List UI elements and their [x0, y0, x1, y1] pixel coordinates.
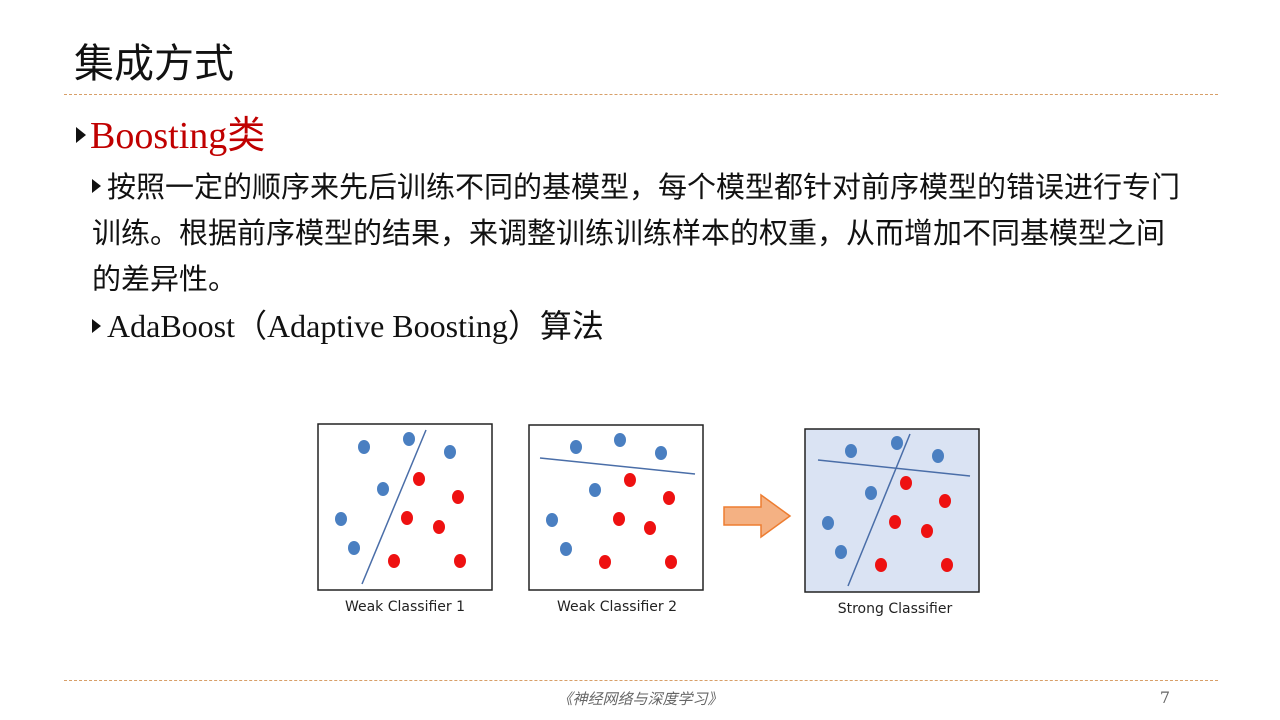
- footer-book-title: 《神经网络与深度学习》: [557, 690, 723, 708]
- red-point: [388, 554, 400, 568]
- red-point: [875, 558, 887, 572]
- page-number: 7: [1159, 688, 1171, 707]
- blue-point: [835, 545, 847, 559]
- blue-point: [570, 440, 582, 454]
- blue-point: [845, 444, 857, 458]
- sub-bullet-description-text: 按照一定的顺序来先后训练不同的基模型，每个模型都针对前序模型的错误进行专门训练。…: [92, 170, 1181, 296]
- red-point: [941, 558, 953, 572]
- panel-frame: [528, 424, 704, 591]
- red-point: [452, 490, 464, 504]
- panel-strong-classifier: Strong Classifier: [804, 428, 980, 617]
- blue-point: [358, 440, 370, 454]
- red-points: [875, 476, 953, 572]
- sub-bullet-arrow-icon: [92, 179, 101, 193]
- red-point: [665, 555, 677, 569]
- sub-bullet-adaboost-text: AdaBoost（Adaptive Boosting）算法: [107, 308, 604, 344]
- blue-point: [348, 541, 360, 555]
- blue-point: [614, 433, 626, 447]
- panel-label: Strong Classifier: [838, 601, 953, 617]
- red-points: [388, 472, 466, 568]
- sub-bullet-description: 按照一定的顺序来先后训练不同的基模型，每个模型都针对前序模型的错误进行专门训练。…: [92, 164, 1192, 302]
- red-point: [433, 520, 445, 534]
- sub-bullet-adaboost: AdaBoost（Adaptive Boosting）算法: [92, 303, 1192, 350]
- blue-point: [444, 445, 456, 459]
- decision-boundary: [817, 459, 971, 477]
- panel-frame: [804, 428, 980, 593]
- blue-point: [655, 446, 667, 460]
- blue-point: [377, 482, 389, 496]
- red-point: [599, 555, 611, 569]
- red-point: [613, 512, 625, 526]
- blue-point: [589, 483, 601, 497]
- arrow-shape: [723, 493, 792, 539]
- red-point: [900, 476, 912, 490]
- decision-boundary: [361, 429, 427, 585]
- red-point: [644, 521, 656, 535]
- panel-weak-classifier-1: Weak Classifier 1: [317, 423, 493, 615]
- footer-divider: [64, 680, 1218, 681]
- red-point: [889, 515, 901, 529]
- blue-point: [546, 513, 558, 527]
- bullet-boosting: Boosting类: [76, 112, 265, 160]
- red-point: [921, 524, 933, 538]
- blue-point: [865, 486, 877, 500]
- transition-arrow-icon: [723, 493, 792, 539]
- panel-label: Weak Classifier 2: [557, 599, 677, 615]
- red-points: [599, 473, 677, 569]
- blue-points: [335, 432, 456, 555]
- panel-label: Weak Classifier 1: [345, 599, 465, 615]
- sub-bullet-arrow-icon: [92, 319, 101, 333]
- red-point: [413, 472, 425, 486]
- blue-points: [546, 433, 667, 556]
- red-point: [939, 494, 951, 508]
- slide-title: 集成方式: [74, 41, 234, 87]
- bullet-boosting-text: Boosting类: [90, 115, 266, 157]
- blue-point: [891, 436, 903, 450]
- decision-boundary: [847, 433, 911, 587]
- red-point: [624, 473, 636, 487]
- boosting-figure: Weak Classifier 1 Weak Classifier 2: [317, 423, 980, 617]
- red-point: [663, 491, 675, 505]
- panel-weak-classifier-2: Weak Classifier 2: [528, 424, 704, 615]
- title-divider: [64, 94, 1218, 95]
- red-point: [401, 511, 413, 525]
- panel-frame: [317, 423, 493, 591]
- decision-boundary: [539, 457, 696, 475]
- blue-points: [822, 436, 944, 559]
- red-point: [454, 554, 466, 568]
- blue-point: [335, 512, 347, 526]
- blue-point: [822, 516, 834, 530]
- blue-point: [560, 542, 572, 556]
- bullet-arrow-icon: [76, 127, 86, 144]
- blue-point: [403, 432, 415, 446]
- blue-point: [932, 449, 944, 463]
